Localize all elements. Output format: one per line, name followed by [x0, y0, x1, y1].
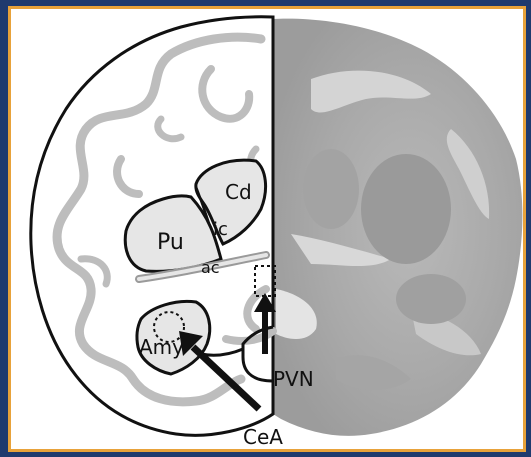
label-cea: CeA: [243, 425, 283, 449]
label-amy: Amy: [139, 335, 184, 359]
label-pu: Pu: [157, 230, 184, 255]
label-pvn: PVN: [273, 367, 314, 391]
figure-panel: Cd ic Pu ac Amy PVN CeA: [8, 6, 526, 452]
brain-outline-drawing: Cd ic Pu ac Amy PVN CeA: [31, 17, 314, 449]
label-cd: Cd: [225, 180, 252, 204]
label-ac: ac: [201, 258, 220, 277]
label-ic: ic: [213, 219, 228, 240]
brain-diagram: Cd ic Pu ac Amy PVN CeA: [11, 9, 523, 449]
